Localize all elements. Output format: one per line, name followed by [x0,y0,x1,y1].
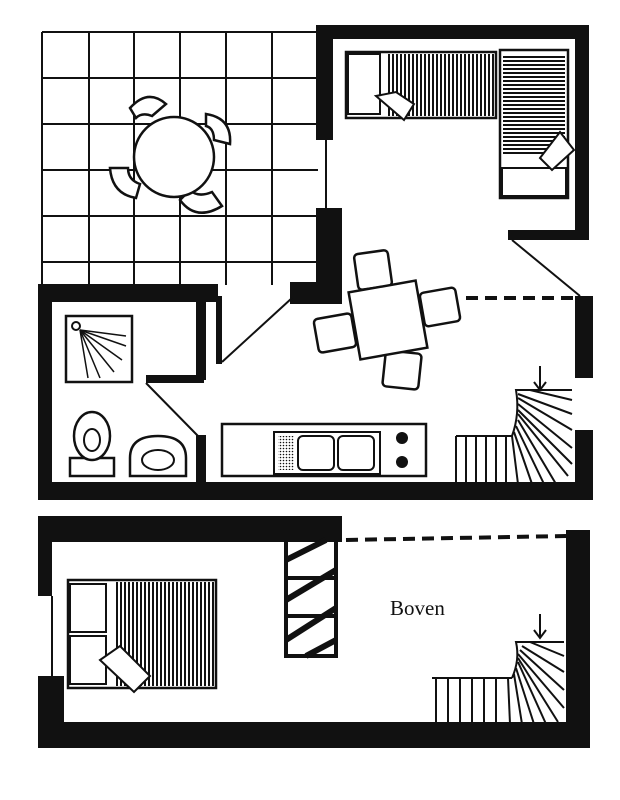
single-bed [498,48,576,200]
shower-head-icon [71,321,81,331]
pillow [69,583,107,633]
upper-floor-walls [38,516,590,748]
kitchen-counter [220,422,428,478]
shower [64,314,134,384]
ground-floor-stairs [455,389,573,485]
dining-table-set [312,249,462,391]
terrace-chair [204,112,232,146]
bathroom [64,314,188,478]
single-bed [344,50,498,122]
arrow-down-icon [533,366,547,392]
toilet [68,410,116,478]
hob-burner [396,432,408,444]
hob-burner [396,456,408,468]
ground-floor [38,25,593,500]
sink-basin [297,435,335,471]
ground-floor-doors [145,140,581,437]
dining-chair [352,249,394,291]
pillow [347,53,381,115]
upper-floor-label: Boven [390,596,445,620]
terrace-table-set [108,95,232,214]
dining-chair [312,312,358,354]
arrow-down-icon [533,614,547,640]
dining-table [347,279,429,361]
void-dashed-line [345,534,567,542]
bedroom-ground [344,48,576,200]
washbasin [128,434,188,478]
terrace-round-table [132,115,216,199]
ground-floor-walls [38,25,593,500]
upper-floor: Boven [38,516,590,748]
pillow [501,167,567,197]
ladder [284,537,338,659]
terrace-chair [108,166,142,200]
sink-drainboard [278,436,294,470]
dining-chair [381,349,423,391]
terrace-chair [128,95,168,121]
upper-floor-stairs [432,641,565,725]
sink-basin [337,435,375,471]
double-bed [66,578,218,694]
dining-chair [418,286,462,328]
